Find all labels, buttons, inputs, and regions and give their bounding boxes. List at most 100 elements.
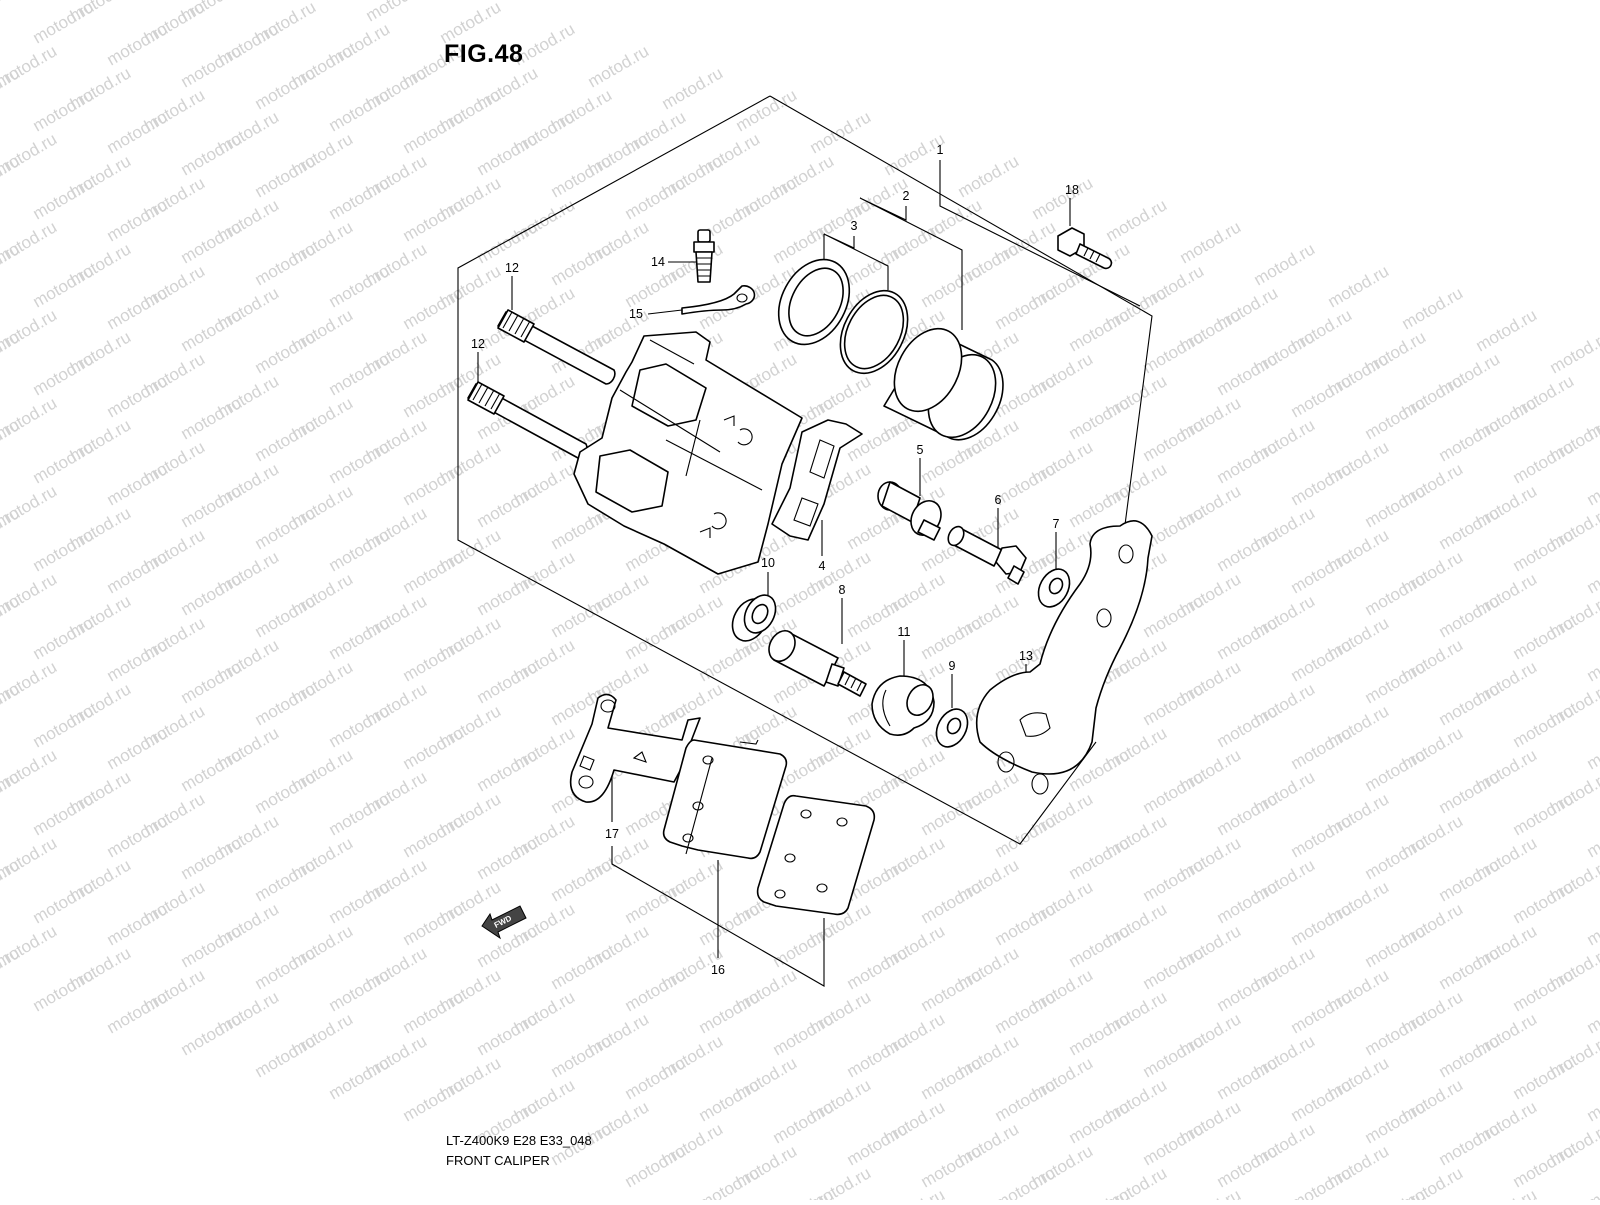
watermark-text: motod.ru [1066,393,1134,443]
watermark-text: motod.ru [326,965,394,1015]
watermark-text: motod.ru [30,965,98,1015]
callout-14: 14 [651,255,665,269]
watermark-text: motod.ru [1140,415,1208,465]
watermark-text: motod.ru [1362,921,1430,971]
watermark-text: motod.ru [474,1009,542,1059]
watermark-text: motod.ru [1510,877,1578,927]
callout-5: 5 [917,443,924,457]
watermark-text: motod.ru [30,85,98,135]
watermark-text: motod.ru [548,855,616,905]
watermark-text: motod.ru [918,965,986,1015]
callout-13: 13 [1019,649,1033,663]
watermark-text: motod.ru [1362,481,1430,531]
watermark-text: motod.ru [1584,723,1600,773]
watermark-text: motod.ru [992,459,1060,509]
watermark-text: motod.ru [1584,987,1600,1037]
callout-8: 8 [839,583,846,597]
watermark-text: motod.ru [1362,657,1430,707]
watermark-text: motod.ru [1214,1141,1282,1191]
watermark-text: motod.ru [1362,833,1430,883]
watermark-text: motod.ru [1436,679,1504,729]
watermark-text: motod.ru [548,239,616,289]
watermark-text: motod.ru [1140,1031,1208,1081]
watermark-text: motod.ru [770,569,838,619]
callout-12b: 12 [471,337,485,351]
watermark-text: motod.ru [1436,943,1504,993]
watermark-text: motod.ru [844,415,912,465]
figure-title: FIG.48 [444,40,523,69]
watermark-text: motod.ru [400,1075,468,1125]
watermark-text: motod.ru [918,261,986,311]
watermark-text: motod.ru [696,899,764,949]
watermark-text: motod.ru [326,701,394,751]
watermark-text: motod.ru [1140,855,1208,905]
watermark-text: motod.ru [585,41,653,91]
watermark-text: motod.ru [30,173,98,223]
watermark-text: motod.ru [1436,415,1504,465]
watermark-text: motod.ru [1436,1031,1504,1081]
watermark-text: motod.ru [1584,635,1600,685]
watermark-text: motod.ru [400,635,468,685]
watermark-text: motod.ru [400,107,468,157]
callout-4: 4 [819,559,826,573]
callout-11: 11 [898,625,911,639]
watermark-text: motod.ru [918,877,986,927]
watermark-text: motod.ru [326,349,394,399]
callout-9: 9 [949,659,956,673]
callout-12a: 12 [505,261,519,275]
watermark-text: motod.ru [474,745,542,795]
watermark-text: motod.ru [918,1141,986,1191]
watermark-text: motod.ru [1510,701,1578,751]
watermark-text: motod.ru [770,1009,838,1059]
watermark-text: motod.ru [104,723,172,773]
watermark-text: motod.ru [696,635,764,685]
watermark-text: motod.ru [1214,349,1282,399]
watermark-text: motod.ru [1584,899,1600,949]
watermark-text: motod.ru [1177,217,1245,267]
watermark-text: motod.ru [1436,855,1504,905]
watermark-text: motod.ru [326,613,394,663]
watermark-text: motod.ru [0,0,23,25]
watermark-text: motod.ru [474,657,542,707]
watermark-text: motod.ru [30,789,98,839]
watermark-text: motod.ru [1510,613,1578,663]
watermark-text: motod.ru [1103,195,1171,245]
callout-10: 10 [761,556,775,570]
watermark-text: motod.ru [548,943,616,993]
watermark-text: motod.ru [1362,1185,1430,1200]
watermark-text: motod.ru [1362,1009,1430,1059]
watermark-text: motod.ru [844,943,912,993]
watermark-text: motod.ru [1510,437,1578,487]
watermark-text: motod.ru [1584,459,1600,509]
watermark-text: motod.ru [1288,899,1356,949]
watermark-text: motod.ru [992,899,1060,949]
watermark-text: motod.ru [178,129,246,179]
watermark-text: motod.ru [1288,371,1356,421]
watermark-text: motod.ru [622,173,690,223]
watermark-text: motod.ru [104,987,172,1037]
watermark-text: motod.ru [1214,965,1282,1015]
watermark-text: motod.ru [659,63,727,113]
watermark-text: motod.ru [1066,921,1134,971]
watermark-text: motod.ru [252,1031,320,1081]
watermark-text: motod.ru [178,657,246,707]
watermark-text: motod.ru [1325,261,1393,311]
watermark-text: motod.ru [326,789,394,839]
watermark-text: motod.ru [104,547,172,597]
watermark-text: motod.ru [1436,591,1504,641]
watermark-text: motod.ru [1510,1141,1578,1191]
watermark-text: motod.ru [178,217,246,267]
watermark-text: motod.ru [1177,1185,1245,1200]
watermark-text: motod.ru [178,393,246,443]
watermark-text: motod.ru [178,569,246,619]
watermark-text: motod.ru [1288,811,1356,861]
watermark-text: motod.ru [400,459,468,509]
watermark-text: motod.ru [1288,1075,1356,1125]
watermark-text: motod.ru [1584,1075,1600,1125]
watermark-text: motod.ru [400,811,468,861]
watermark-text: motod.ru [400,723,468,773]
watermark-text: motod.ru [770,1097,838,1147]
watermark-text: motod.ru [400,987,468,1037]
callout-7: 7 [1053,517,1060,531]
